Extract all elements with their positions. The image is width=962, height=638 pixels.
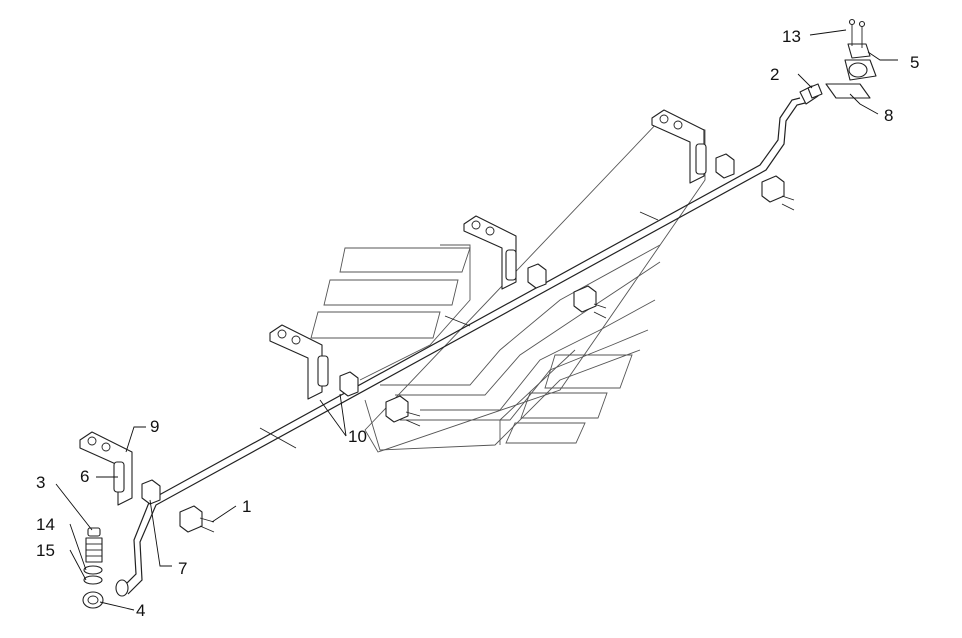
bracket-assembly-2: [269, 324, 421, 427]
callout-6: 6: [80, 467, 89, 486]
callout-1: 1: [242, 497, 251, 516]
callout-2: 2: [770, 65, 779, 84]
callout-labels: 1 2 3 4 5 6 7 8 9 10 13 14 15: [36, 27, 919, 620]
callout-4: 4: [136, 601, 145, 620]
callout-13: 13: [782, 27, 801, 46]
callout-7: 7: [178, 559, 187, 578]
left-fittings: [82, 527, 129, 609]
bracket-assembly-3: [463, 215, 607, 319]
callout-3: 3: [36, 473, 45, 492]
bracket-assembly-4: [651, 109, 795, 211]
callout-8: 8: [884, 106, 893, 125]
callout-10: 10: [348, 427, 367, 446]
callout-15: 15: [36, 541, 55, 560]
callout-5: 5: [910, 53, 919, 72]
right-fittings: [799, 18, 877, 105]
main-pipe: [121, 97, 806, 595]
callout-14: 14: [36, 515, 55, 534]
bracket-assembly-1: [79, 431, 215, 533]
callout-9: 9: [150, 417, 159, 436]
leader-lines: [55, 29, 898, 611]
hood-outline-background: [310, 119, 706, 453]
